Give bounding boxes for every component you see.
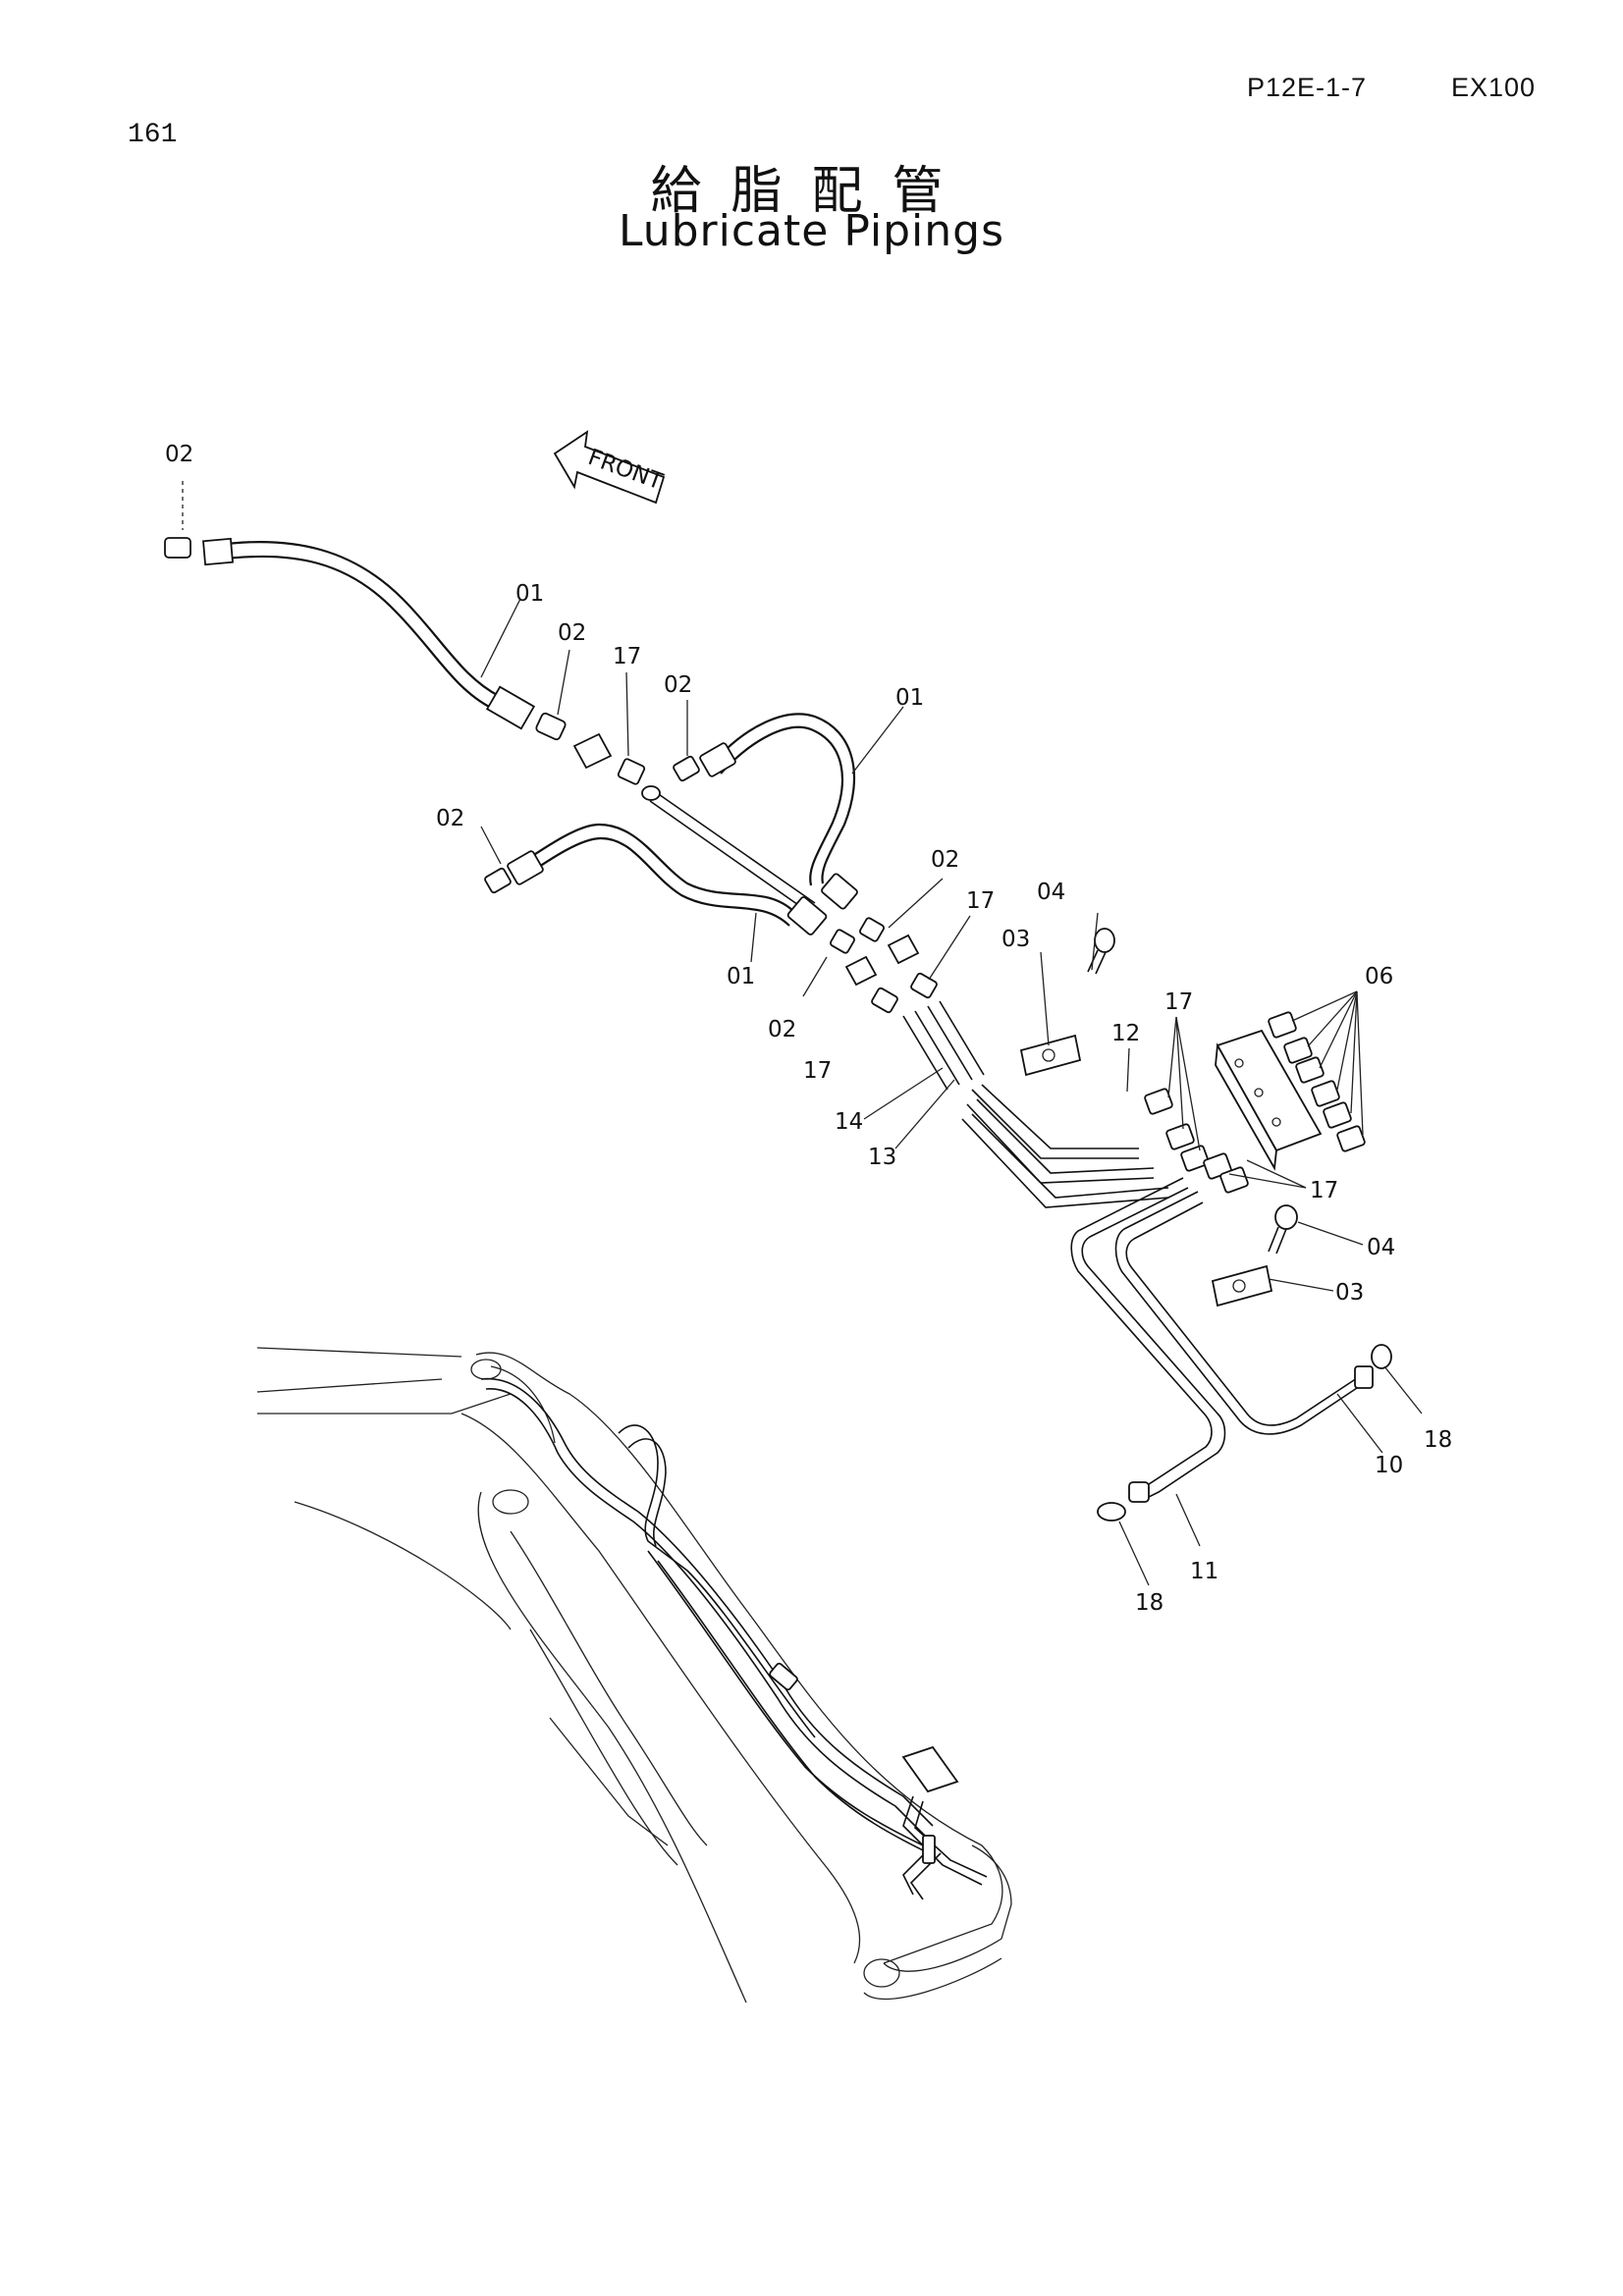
callout-11: 11 <box>1190 1559 1218 1584</box>
callout-12: 12 <box>1111 1021 1140 1046</box>
callout-02-d: 02 <box>436 806 464 831</box>
callout-10: 10 <box>1375 1453 1403 1478</box>
page-title: Lubricate Pipings <box>618 206 1005 256</box>
hose-01-upper <box>202 537 536 730</box>
callout-17-b: 17 <box>966 888 995 914</box>
fitting-02-d <box>484 867 512 894</box>
callout-02-e: 02 <box>931 847 959 873</box>
fitting-02-c <box>673 755 700 782</box>
callout-17-c: 17 <box>803 1058 832 1084</box>
callout-18-b: 18 <box>1135 1590 1163 1616</box>
page-code: P12E-1-7 <box>1247 73 1368 102</box>
page-number: 161 <box>128 120 178 150</box>
grease-nipple-18-a <box>1371 1344 1392 1369</box>
callout-17-a: 17 <box>613 644 641 669</box>
pipes-12 <box>961 1084 1169 1208</box>
fitting-02-b <box>535 712 567 741</box>
callout-01-b: 01 <box>895 685 924 711</box>
callout-02-c: 02 <box>664 672 692 698</box>
callout-13: 13 <box>868 1145 896 1170</box>
front-arrow: FRONT <box>553 430 667 505</box>
callout-17-d: 17 <box>1164 989 1193 1015</box>
callout-01-a: 01 <box>515 581 544 607</box>
callout-17-e: 17 <box>1310 1178 1338 1203</box>
hose-01-right <box>699 713 858 910</box>
callout-04-a: 04 <box>1037 880 1065 905</box>
fitting-02-a <box>164 481 191 559</box>
clamp-03-a <box>1019 1034 1082 1077</box>
callout-03-a: 03 <box>1001 927 1030 952</box>
callout-18-a: 18 <box>1424 1427 1452 1453</box>
pipes-10-11 <box>1070 1177 1374 1503</box>
boom-outline <box>256 1347 1012 2003</box>
callout-14: 14 <box>835 1109 863 1135</box>
page-title-japanese: 給脂配管 <box>650 162 973 221</box>
model-code: EX100 <box>1451 73 1537 102</box>
distribution-manifold <box>1215 1029 1323 1171</box>
callout-02-b: 02 <box>558 620 586 646</box>
callout-01-c: 01 <box>727 964 755 989</box>
callout-03-b: 03 <box>1335 1280 1364 1306</box>
hose-01-middle <box>507 823 828 935</box>
grease-nipple-18-b <box>1097 1502 1126 1522</box>
fittings-17-manifold <box>1144 1088 1249 1194</box>
fitting-17-a <box>617 758 646 785</box>
leader-lines <box>480 598 1423 1586</box>
callout-labels: 02 01 02 17 02 01 02 02 01 02 17 17 04 0… <box>165 442 1452 1616</box>
grease-fittings-06 <box>1268 1011 1366 1152</box>
callout-04-b: 04 <box>1367 1235 1395 1260</box>
callout-02-a: 02 <box>165 442 193 467</box>
clamp-03-b <box>1211 1264 1273 1308</box>
callout-02-f: 02 <box>768 1017 796 1042</box>
bolt-04-b <box>1268 1204 1298 1255</box>
center-fittings <box>830 917 938 1014</box>
bracket-block-a <box>572 732 613 770</box>
pipes-13-14 <box>902 1000 985 1091</box>
callout-06: 06 <box>1365 964 1393 989</box>
pipe-main-diagonal <box>641 785 816 915</box>
